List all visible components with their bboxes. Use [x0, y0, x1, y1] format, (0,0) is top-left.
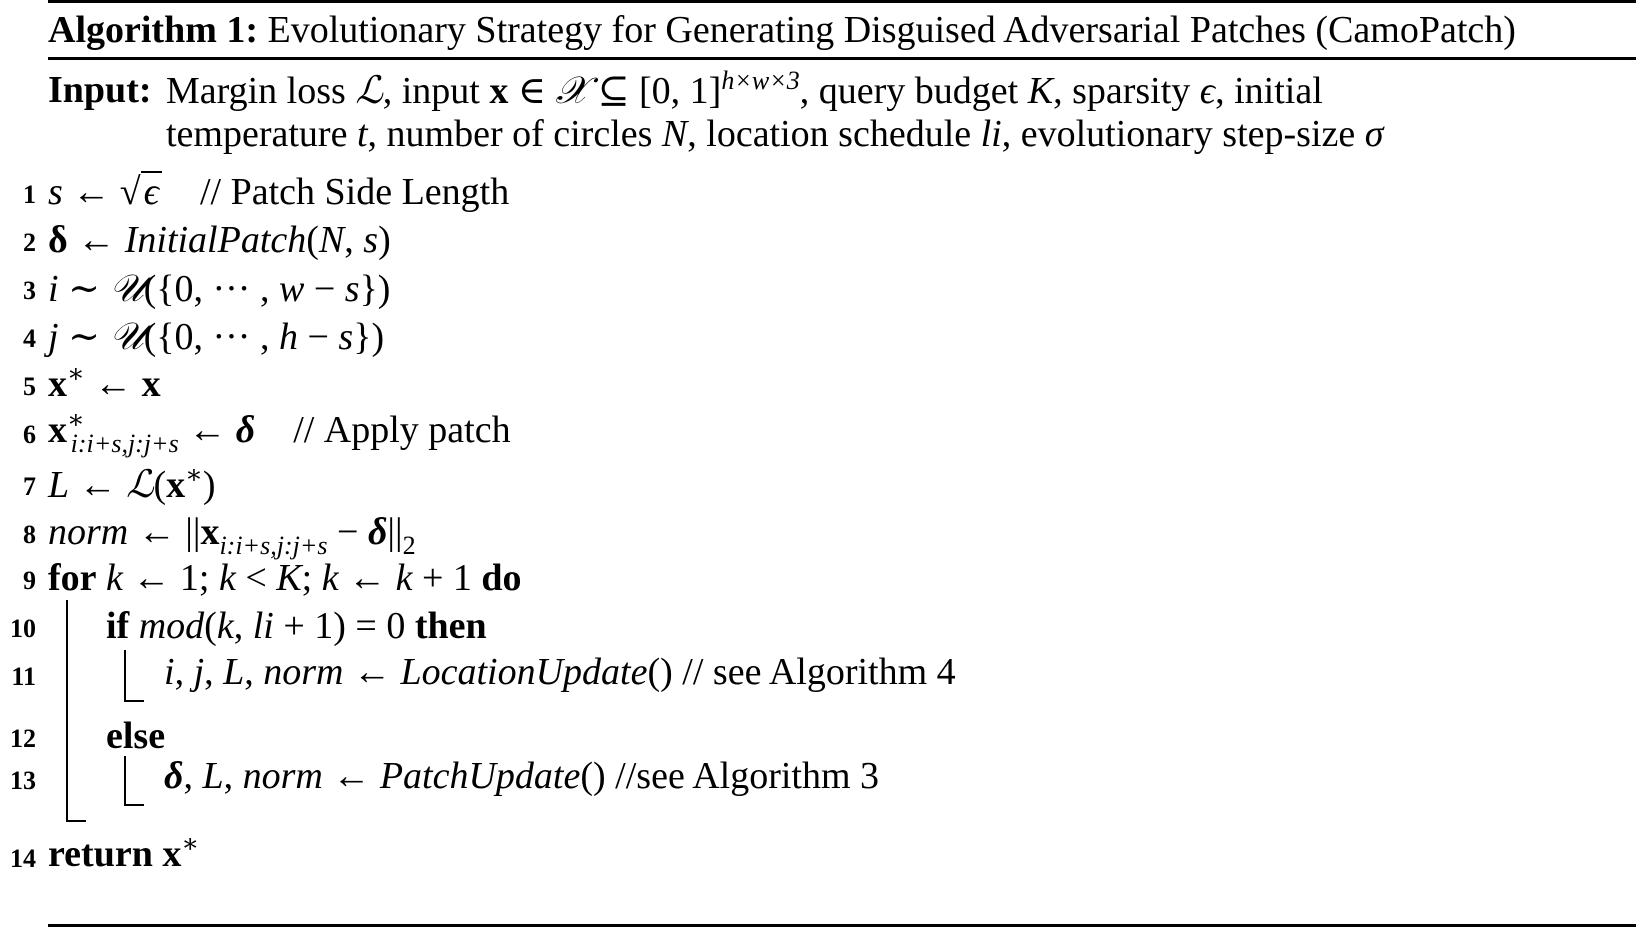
line-number: 5 [23, 372, 36, 401]
caption-label: Algorithm 1: [48, 9, 259, 51]
line-number: 1 [23, 180, 36, 209]
code-line-14: return x∗ [48, 829, 200, 876]
if-block-bar [124, 650, 126, 702]
algorithm-caption: Algorithm 1: Evolutionary Strategy for G… [48, 8, 1516, 52]
else-block-bar [124, 756, 126, 806]
if-block-foot [124, 700, 144, 702]
line-number: 3 [23, 276, 36, 305]
code-line-11: i, j, L, norm ← LocationUpdate() // see … [164, 651, 956, 693]
for-block-foot [66, 820, 86, 822]
line-number: 14 [10, 844, 36, 873]
input-line-1: Margin loss ℒ, input x ∈ 𝒳 ⊆ [0, 1]h×w×3… [166, 66, 1323, 113]
code-line-7: L ← ℒ(x∗) [48, 460, 216, 507]
code-line-3: i ∼ 𝒰({0, ··· , w − s}) [48, 266, 391, 310]
line-number: 11 [11, 662, 36, 691]
code-line-8: norm ← ||xi:i+s,j:j+s − δ||2 [48, 511, 416, 560]
code-line-10: if mod(k, li + 1) = 0 then [106, 605, 487, 647]
code-line-9: for k ← 1; k < K; k ← k + 1 do [48, 557, 522, 599]
code-line-5: x∗ ← x [48, 359, 161, 406]
code-line-2: δ ← InitialPatch(N, s) [48, 219, 391, 261]
code-line-1: s ← √ϵ // Patch Side Length [48, 171, 510, 213]
top-rule [48, 0, 1636, 3]
line-number: 2 [23, 228, 36, 257]
code-line-6: x∗i:i+s,j:j+s ← δ // Apply patch [48, 405, 511, 458]
line-number: 13 [10, 766, 36, 795]
code-line-13: δ, L, norm ← PatchUpdate() //see Algorit… [164, 755, 880, 797]
code-line-4: j ∼ 𝒰({0, ··· , h − s}) [48, 314, 385, 358]
line-number: 6 [23, 420, 36, 449]
input-line-2: temperature t, number of circles N, loca… [166, 113, 1384, 155]
input-label: Input: [48, 69, 152, 111]
else-block-foot [124, 804, 144, 806]
caption-title: Evolutionary Strategy for Generating Dis… [267, 9, 1516, 51]
line-number: 12 [10, 724, 36, 753]
line-number: 9 [23, 566, 36, 595]
algorithm-block: Algorithm 1: Evolutionary Strategy for G… [10, 0, 1636, 930]
line-number: 4 [23, 324, 36, 353]
bottom-rule [48, 924, 1636, 927]
line-number: 7 [23, 472, 36, 501]
for-block-bar [66, 600, 68, 822]
code-line-12: else [106, 715, 166, 757]
line-number: 10 [10, 614, 36, 643]
line-number: 8 [23, 520, 36, 549]
caption-rule [48, 57, 1636, 60]
